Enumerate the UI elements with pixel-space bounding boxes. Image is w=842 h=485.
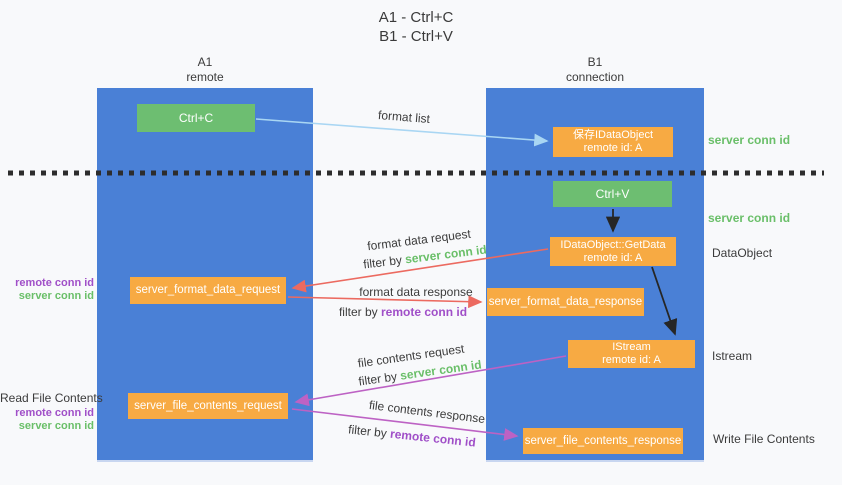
filter-by-text: filter by (362, 252, 403, 272)
node-ctrl-c: Ctrl+C (137, 104, 255, 132)
server-conn-id-label: server conn id (18, 420, 94, 432)
node-save-idataobject: 保存IDataObject remote id: A (553, 127, 673, 157)
filter-by-text: filter by (357, 369, 398, 389)
server-conn-id-mid-label: server conn id (708, 211, 791, 225)
server-conn-id-label: server conn id (18, 290, 94, 302)
remote-conn-id-label: remote conn id (15, 277, 94, 289)
server-conn-id-top-label: server conn id (708, 133, 791, 147)
column-a1-subtitle: remote (186, 70, 224, 84)
column-b1-subtitle: connection (565, 70, 625, 84)
write-file-contents-label: Write File Contents (713, 432, 815, 446)
column-a1-name: A1 (197, 55, 213, 69)
server-format-data-request-label: server_format_data_request (135, 284, 281, 296)
title-line-1: A1 - Ctrl+C (378, 9, 454, 26)
node-ctrl-v: Ctrl+V (553, 181, 672, 207)
label-format-data-response: format data response (359, 285, 473, 299)
left-conn-id-group-2: remote conn id server conn id (0, 407, 94, 433)
read-file-contents-label: Read File Contents (0, 391, 103, 405)
read-file-contents-text: Read File Contents (0, 391, 103, 405)
title-line-2: B1 - Ctrl+V (379, 28, 453, 45)
label-filter-by-remote-conn-2: filter by remote conn id (348, 422, 477, 449)
istream-line2: remote id: A (602, 354, 661, 366)
ctrl-c-label: Ctrl+C (178, 110, 214, 125)
getdata-line1: IDataObject::GetData (560, 238, 666, 251)
label-format-list: format list (377, 107, 431, 127)
dataobject-label: DataObject (712, 246, 773, 260)
ctrl-v-label: Ctrl+V (595, 186, 630, 201)
label-file-contents-response: file contents response (368, 397, 486, 427)
getdata-line2: remote id: A (583, 251, 643, 264)
server-file-contents-response-label: server_file_contents_response (524, 434, 682, 447)
column-b1-name: B1 (587, 55, 603, 69)
label-filter-by-remote-conn-1: filter by remote conn id (339, 305, 467, 319)
left-conn-id-group-1: remote conn id server conn id (0, 277, 94, 303)
node-server-file-contents-response: server_file_contents_response (523, 428, 683, 454)
node-istream: IStream remote id: A (568, 340, 695, 368)
server-format-data-response-label: server_format_data_response (488, 295, 643, 308)
node-server-format-data-request: server_format_data_request (130, 277, 286, 304)
diagram-title: A1 - Ctrl+C B1 - Ctrl+V (0, 8, 832, 46)
node-server-format-data-response: server_format_data_response (487, 288, 644, 316)
column-header-b1: B1 connection (486, 55, 704, 85)
remote-conn-id-label: remote conn id (15, 407, 94, 419)
column-header-a1: A1 remote (97, 55, 313, 85)
remote-conn-id-text: remote conn id (381, 305, 468, 319)
node-server-file-contents-request: server_file_contents_request (128, 393, 288, 419)
save-idataobject-line1: 保存IDataObject (572, 129, 654, 141)
save-idataobject-line2: remote id: A (583, 142, 643, 154)
istream-line1: IStream (612, 341, 651, 353)
filter-by-text: filter by (338, 305, 378, 319)
server-file-contents-request-label: server_file_contents_request (134, 399, 282, 412)
istream-label: Istream (712, 349, 753, 363)
node-idataobject-getdata: IDataObject::GetData remote id: A (550, 237, 676, 266)
filter-by-text: filter by (347, 422, 388, 441)
remote-conn-id-text: remote conn id (389, 426, 477, 450)
